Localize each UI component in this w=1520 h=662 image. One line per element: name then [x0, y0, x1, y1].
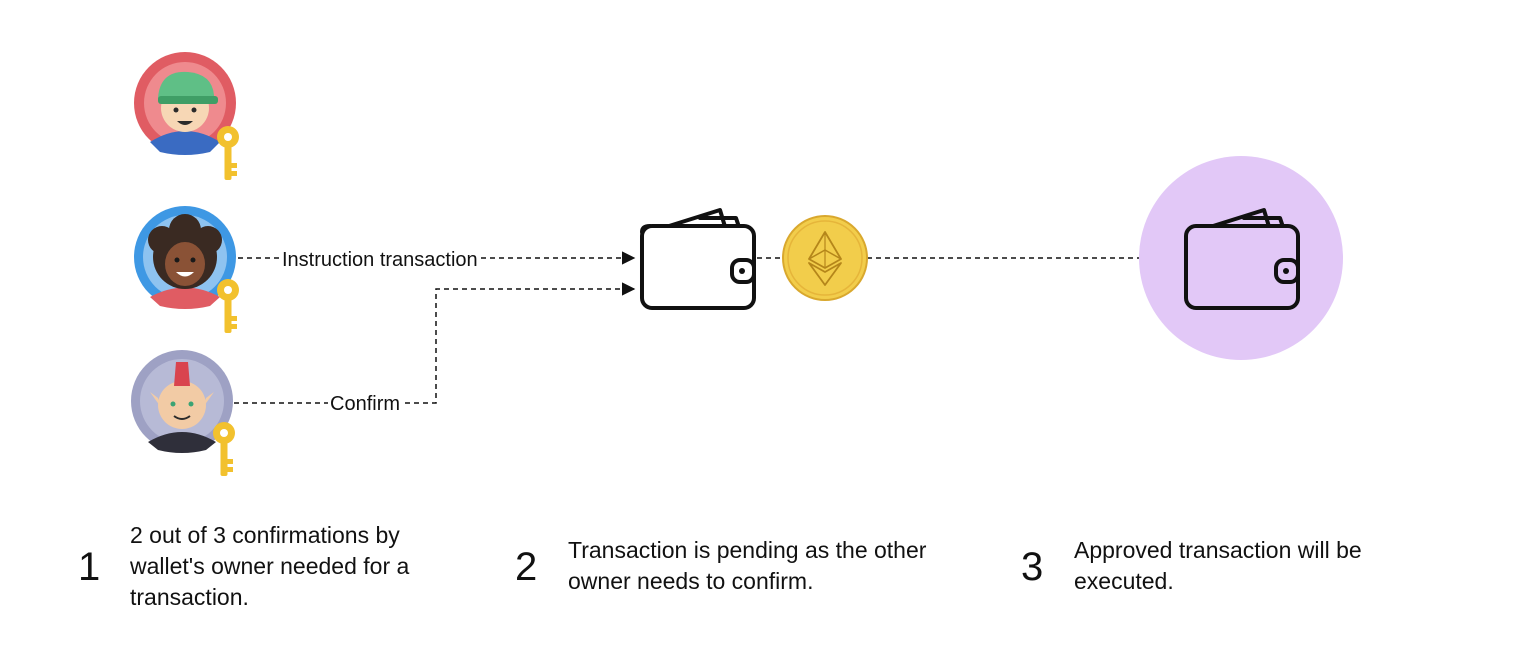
instruction-edge-label: Instruction transaction — [280, 248, 480, 272]
ethereum-icon — [782, 215, 868, 301]
executed-wallet-icon — [1184, 208, 1300, 310]
confirm-edge-label: Confirm — [328, 392, 403, 416]
step-1-text: 2 out of 3 confirmations by wallet's own… — [130, 522, 410, 610]
confirm-edge — [234, 282, 636, 404]
key-icon-1 — [217, 126, 239, 180]
step-2-text: Transaction is pending as the other owne… — [568, 537, 927, 594]
owner-avatar-2 — [134, 206, 236, 309]
step-1-number: 1 — [78, 545, 101, 589]
owner-avatar-1 — [134, 52, 236, 155]
key-icon-2 — [217, 279, 239, 333]
pending-wallet-icon — [640, 208, 756, 310]
step-3-text: Approved transaction will be executed. — [1074, 537, 1362, 594]
owner-avatar-3 — [131, 350, 233, 453]
key-icon-3 — [213, 422, 235, 476]
step-3-number: 3 — [1021, 545, 1044, 589]
step-2-number: 2 — [515, 545, 538, 589]
